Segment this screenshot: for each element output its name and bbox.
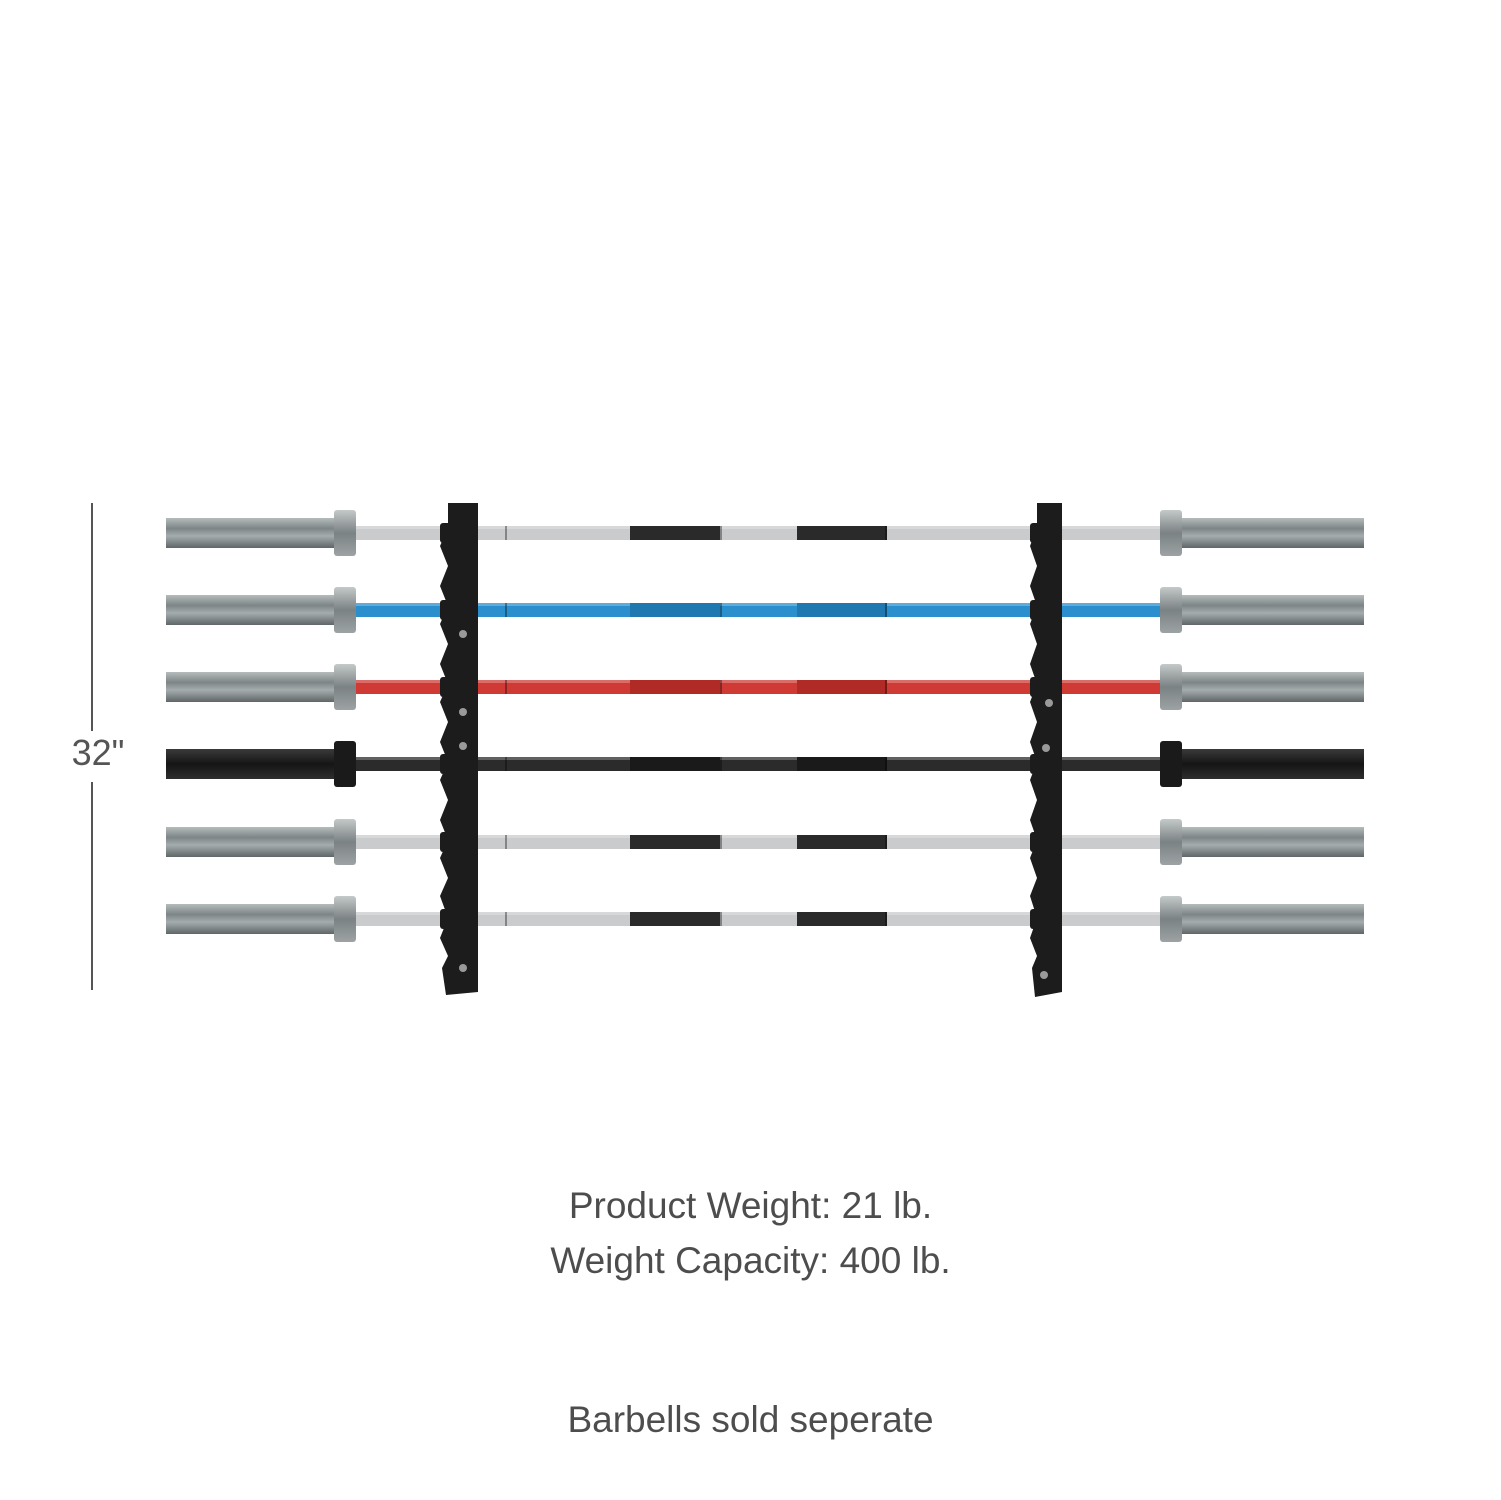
barbell-right-collar xyxy=(1160,664,1182,710)
barbell-grip-ring xyxy=(505,757,507,771)
barbell-grip-ring xyxy=(505,526,507,540)
barbell-right-sleeve xyxy=(1180,595,1364,625)
rack-hook-right xyxy=(1030,600,1062,620)
barbell-grip-ring xyxy=(885,680,887,694)
barbell-knurl-mark xyxy=(630,757,720,771)
barbell-grip-ring xyxy=(505,680,507,694)
barbell-1 xyxy=(166,510,1364,556)
barbell-knurl-mark xyxy=(797,680,887,694)
weight-capacity-text: Weight Capacity: 400 lb. xyxy=(550,1240,951,1281)
barbell-left-sleeve xyxy=(166,749,336,779)
barbell-right-sleeve xyxy=(1180,518,1364,548)
barbell-grip-ring xyxy=(885,835,887,849)
barbell-grip-ring xyxy=(720,757,722,771)
barbell-grip-ring xyxy=(885,757,887,771)
barbell-knurl-mark xyxy=(630,835,720,849)
barbell-right-collar xyxy=(1160,587,1182,633)
barbell-left-collar xyxy=(334,664,356,710)
barbell-right-sleeve xyxy=(1180,827,1364,857)
rack-hook-left xyxy=(440,600,478,620)
rack-upright-left xyxy=(440,503,478,995)
rack-hook-right xyxy=(1030,754,1062,774)
rack-hook-right xyxy=(1030,677,1062,697)
barbell-grip-ring xyxy=(720,603,722,617)
product-weight-text: Product Weight: 21 lb. xyxy=(568,1185,933,1226)
barbell-knurl-mark xyxy=(630,680,720,694)
barbell-left-sleeve xyxy=(166,827,336,857)
barbell-6 xyxy=(166,896,1364,942)
rack-hook-left xyxy=(440,754,478,774)
barbell-grip-ring xyxy=(720,680,722,694)
barbells-sold-separately-note: Barbells sold seperate xyxy=(567,1399,934,1440)
barbell-grip-ring xyxy=(885,912,887,926)
barbell-left-collar xyxy=(334,819,356,865)
rack-hook-left xyxy=(440,832,478,852)
barbell-left-collar xyxy=(334,587,356,633)
barbell-shaft xyxy=(354,603,1162,617)
barbell-grip-ring xyxy=(505,912,507,926)
barbell-right-sleeve xyxy=(1180,904,1364,934)
barbell-2 xyxy=(166,587,1364,633)
rack-hook-right xyxy=(1030,523,1062,543)
barbell-shaft xyxy=(354,526,1162,540)
barbell-left-collar xyxy=(334,896,356,942)
rack-hook-right xyxy=(1030,909,1062,929)
barbell-shaft-highlight xyxy=(354,603,1162,606)
barbell-knurl-mark xyxy=(797,603,887,617)
barbell-grip-ring xyxy=(505,835,507,849)
barbell-knurl-mark xyxy=(630,912,720,926)
barbell-shaft-highlight xyxy=(354,526,1162,529)
barbell-grip-ring xyxy=(885,603,887,617)
barbell-right-collar xyxy=(1160,819,1182,865)
rack-hook-left xyxy=(440,909,478,929)
barbell-grip-ring xyxy=(720,526,722,540)
barbell-knurl-mark xyxy=(630,603,720,617)
rack-hook-left xyxy=(440,523,478,543)
height-dimension-label: 32" xyxy=(62,731,134,775)
barbell-right-collar xyxy=(1160,896,1182,942)
barbell-knurl-mark xyxy=(797,835,887,849)
barbell-knurl-mark xyxy=(797,526,887,540)
barbell-shaft xyxy=(354,835,1162,849)
barbell-shaft-highlight xyxy=(354,835,1162,838)
barbell-right-collar xyxy=(1160,510,1182,556)
barbell-left-sleeve xyxy=(166,904,336,934)
barbell-left-sleeve xyxy=(166,672,336,702)
barbell-grip-ring xyxy=(720,835,722,849)
barbell-5 xyxy=(166,819,1364,865)
barbell-grip-ring xyxy=(885,526,887,540)
barbell-3 xyxy=(166,664,1364,710)
barbell-shaft-highlight xyxy=(354,912,1162,915)
barbell-shaft xyxy=(354,912,1162,926)
barbell-right-sleeve xyxy=(1180,672,1364,702)
rack-hook-left xyxy=(440,677,478,697)
barbell-shaft-highlight xyxy=(354,680,1162,683)
barbell-knurl-mark xyxy=(797,757,887,771)
barbell-shaft xyxy=(354,680,1162,694)
barbell-grip-ring xyxy=(720,912,722,926)
barbell-left-sleeve xyxy=(166,518,336,548)
barbell-right-sleeve xyxy=(1180,749,1364,779)
barbell-shaft xyxy=(354,757,1162,771)
barbell-right-collar xyxy=(1160,741,1182,787)
barbell-4 xyxy=(166,741,1364,787)
barbell-left-collar xyxy=(334,741,356,787)
barbell-grip-ring xyxy=(505,603,507,617)
barbell-left-collar xyxy=(334,510,356,556)
barbell-knurl-mark xyxy=(797,912,887,926)
barbell-knurl-mark xyxy=(630,526,720,540)
barbell-shaft-highlight xyxy=(354,757,1162,760)
rack-hook-right xyxy=(1030,832,1062,852)
barbell-left-sleeve xyxy=(166,595,336,625)
